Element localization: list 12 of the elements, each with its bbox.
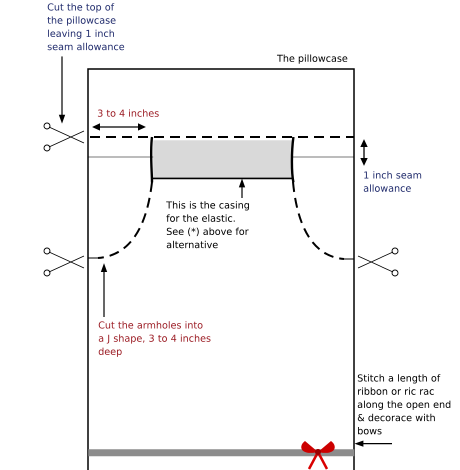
ribbon-band [88,449,354,456]
casing-note: This is the casing for the elastic. See (*) above for alternative [166,201,249,248]
scissors-icon [44,122,84,152]
instruction-text: Cut the armholes into a J shape, 3 to 4 inches deep [98,321,211,357]
scissors-icon [44,248,84,276]
dimension-label: 3 to 4 inches [98,109,159,117]
heading: The pillowcase [276,54,348,64]
dimension-label: 1 inch seam allowance [364,171,422,192]
instruction-text: Stitch a length of ribbon or ric rac along the open end & decorace with bows [358,374,450,434]
instruction-text: Cut the top of the pillowcase leaving 1 inch seam allowance [47,3,124,50]
casing-box [150,136,295,183]
scissors-icon [358,248,398,276]
